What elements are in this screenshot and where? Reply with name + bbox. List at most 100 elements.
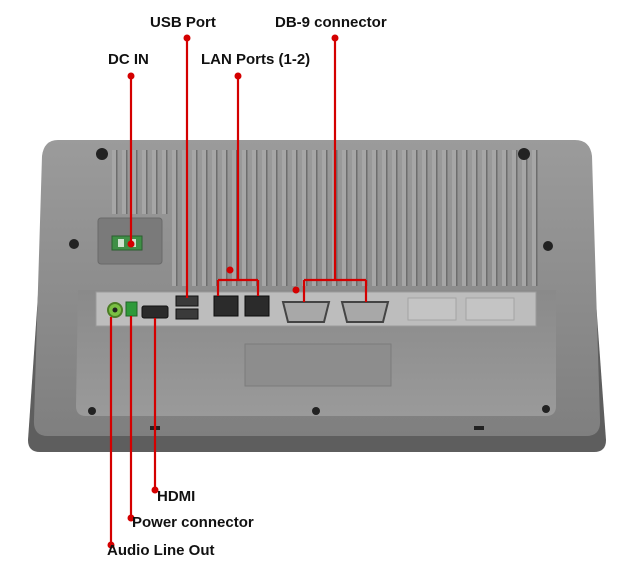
power-connector: [125, 301, 138, 317]
heatsink-fin-shadow: [446, 150, 448, 286]
heatsink-fin-shadow: [346, 150, 348, 286]
heatsink-fin: [362, 150, 366, 286]
callout-dot: [127, 514, 135, 522]
heatsink-fin-shadow: [226, 150, 228, 286]
heatsink-fin: [412, 150, 416, 286]
heatsink-fin: [472, 150, 476, 286]
heatsink-fins: [112, 150, 538, 286]
heatsink-fin: [252, 150, 256, 286]
heatsink-fin: [312, 150, 316, 286]
heatsink-fin: [342, 150, 346, 286]
heatsink-fin-shadow: [326, 150, 328, 286]
heatsink-fin: [482, 150, 486, 286]
heatsink-fin-shadow: [256, 150, 258, 286]
heatsink-fin-shadow: [536, 150, 538, 286]
heatsink-fin: [282, 150, 286, 286]
callout-db9-connector: [302, 38, 368, 302]
dc-in-screw: [118, 239, 124, 247]
label-hdmi: HDMI: [157, 488, 196, 505]
heatsink-fin: [502, 150, 506, 286]
heatsink-fin: [422, 150, 426, 286]
heatsink-fin-shadow: [416, 150, 418, 286]
callout-lines: [107, 34, 368, 549]
heatsink-fin-shadow: [216, 150, 218, 286]
heatsink-fin-shadow: [316, 150, 318, 286]
heatsink-fin-shadow: [386, 150, 388, 286]
callout-lan-ports: [216, 76, 260, 296]
mount-screw: [543, 241, 553, 251]
mount-screw: [69, 239, 79, 249]
heatsink-fin-shadow: [486, 150, 488, 286]
heatsink-fin-shadow: [306, 150, 308, 286]
callout-dot: [127, 240, 135, 248]
heatsink-fin: [402, 150, 406, 286]
heatsink-fin: [292, 150, 296, 286]
heatsink-fin-shadow: [276, 150, 278, 286]
callout-dot: [183, 34, 191, 42]
label-usb-port: USB Port: [150, 14, 216, 31]
heatsink-fin: [152, 150, 156, 214]
heatsink-fin-shadow: [146, 150, 148, 214]
mount-screw: [518, 148, 530, 160]
heatsink-fin: [532, 150, 536, 286]
mount-screw: [96, 148, 108, 160]
mount-screw: [88, 407, 96, 415]
label-audio-line-out: Audio Line Out: [107, 542, 215, 559]
heatsink-fin-shadow: [176, 150, 178, 286]
heatsink-fin-shadow: [266, 150, 268, 286]
mount-screw: [542, 405, 550, 413]
label-dc-in: DC IN: [108, 51, 149, 68]
heatsink-fin: [452, 150, 456, 286]
heatsink-fin-shadow: [476, 150, 478, 286]
heatsink-fin: [222, 150, 226, 286]
heatsink-fin-shadow: [296, 150, 298, 286]
label-lan-ports: LAN Ports (1-2): [201, 51, 311, 68]
heatsink-fin: [392, 150, 396, 286]
heatsink-fin-shadow: [406, 150, 408, 286]
callout-dot: [107, 541, 115, 549]
heatsink-fin: [462, 150, 466, 286]
heatsink-fin: [132, 150, 136, 214]
heatsink-fin-shadow: [116, 150, 118, 214]
heatsink-fin-shadow: [236, 150, 238, 286]
heatsink-fin-shadow: [156, 150, 158, 214]
lan-port-1: [213, 295, 239, 317]
heatsink-fin: [112, 150, 116, 214]
heatsink-fin-shadow: [126, 150, 128, 214]
heatsink-fin: [202, 150, 206, 286]
heatsink-fin-shadow: [496, 150, 498, 286]
heatsink-fin: [322, 150, 326, 286]
heatsink-fin-shadow: [456, 150, 458, 286]
heatsink-fin-shadow: [206, 150, 208, 286]
heatsink-fin: [162, 150, 166, 214]
heatsink-fin-shadow: [356, 150, 358, 286]
heatsink-fin-shadow: [376, 150, 378, 286]
heatsink-fin: [372, 150, 376, 286]
db9-port-2: [340, 301, 390, 323]
heatsink-fin: [302, 150, 306, 286]
audio-jack-hole: [112, 307, 118, 313]
blank-port-cover: [465, 297, 515, 321]
usb-port-bottom: [175, 308, 199, 320]
label-plate: [244, 343, 392, 387]
heatsink-fin-shadow: [516, 150, 518, 286]
heatsink-fin: [172, 150, 176, 286]
heatsink-fin-shadow: [436, 150, 438, 286]
db9-port-1: [281, 301, 331, 323]
lan-port-2: [244, 295, 270, 317]
heatsink-fin-shadow: [166, 150, 168, 214]
heatsink-fin: [242, 150, 246, 286]
dc-in-terminal: [111, 235, 143, 251]
heatsink-fin: [182, 150, 186, 286]
heatsink-fin: [512, 150, 516, 286]
heatsink-fin-shadow: [196, 150, 198, 286]
callout-dot: [234, 72, 242, 80]
heatsink-fin: [382, 150, 386, 286]
heatsink-fin: [142, 150, 146, 214]
heatsink-fin-shadow: [526, 150, 528, 286]
blank-port-cover: [407, 297, 457, 321]
heatsink-fin-shadow: [466, 150, 468, 286]
vent-slot: [474, 426, 484, 430]
